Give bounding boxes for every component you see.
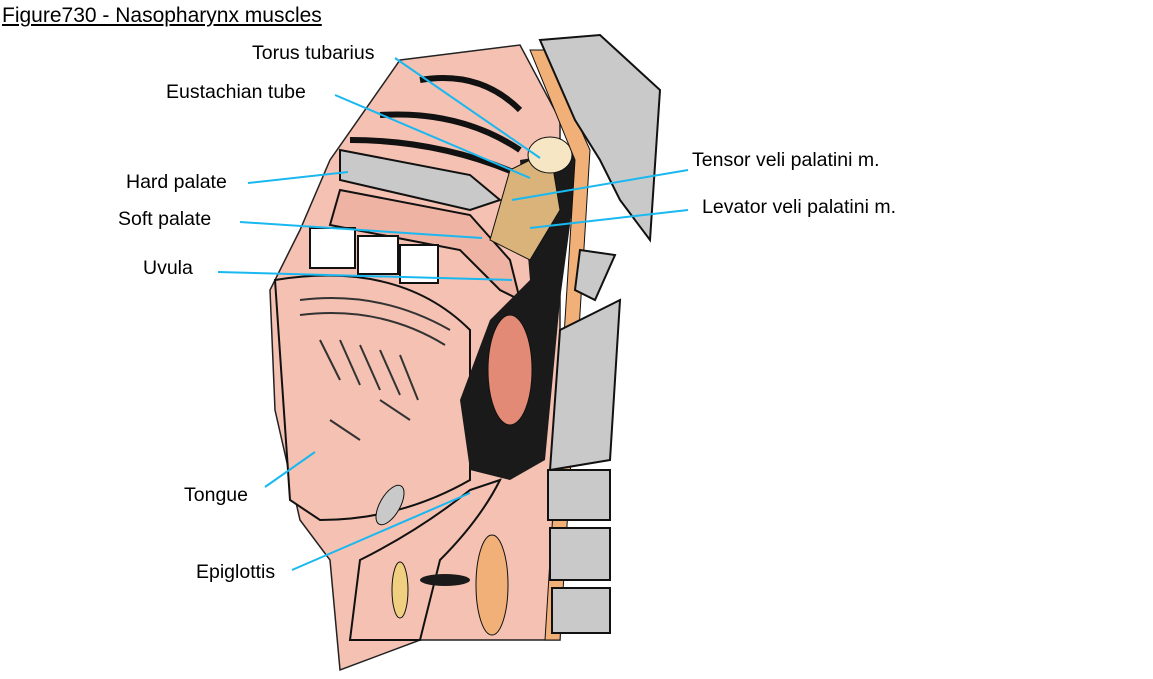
nasal-conchae: [349, 75, 523, 178]
tongue-striations: [299, 297, 451, 441]
cervical-vertebrae: [547, 248, 622, 634]
label-tongue: Tongue: [184, 484, 248, 506]
label-uvula: Uvula: [143, 257, 193, 279]
skull-base-bone: [538, 33, 662, 243]
leader-epiglottis: [291, 492, 471, 571]
figure-title: Figure730 - Nasopharynx muscles: [2, 4, 322, 27]
leader-tongue: [264, 451, 316, 488]
leader-torus-tubarius: [394, 57, 541, 159]
label-levator-veli-palatini: Levator veli palatini m.: [702, 196, 897, 218]
tonsil: [487, 314, 533, 426]
arytenoid: [391, 561, 409, 619]
hard-palate-bone: [339, 148, 503, 212]
hyoid: [375, 484, 405, 526]
leader-lines: [217, 57, 689, 571]
leader-uvula: [217, 271, 513, 281]
label-torus-tubarius: Torus tubarius: [252, 42, 375, 64]
label-epiglottis: Epiglottis: [196, 561, 276, 583]
epiglottis-shape: [348, 478, 502, 641]
leader-hard-palate: [247, 171, 349, 184]
label-eustachian-tube: Eustachian tube: [166, 81, 306, 103]
leader-tensor: [511, 169, 689, 201]
tongue-dorsum: [273, 274, 471, 522]
thyroid-cartilage: [475, 534, 509, 636]
label-hard-palate: Hard palate: [126, 171, 227, 193]
torus-tubarius-shape: [527, 136, 573, 174]
pharynx-cavity: [460, 150, 580, 480]
label-tensor-veli-palatini: Tensor veli palatini m.: [692, 149, 880, 171]
leader-soft-palate: [239, 221, 483, 239]
teeth: [309, 227, 439, 284]
vocal-fold: [420, 574, 470, 586]
leader-eustachian-tube: [334, 94, 531, 179]
label-soft-palate: Soft palate: [118, 208, 212, 230]
leader-levator: [529, 209, 689, 229]
